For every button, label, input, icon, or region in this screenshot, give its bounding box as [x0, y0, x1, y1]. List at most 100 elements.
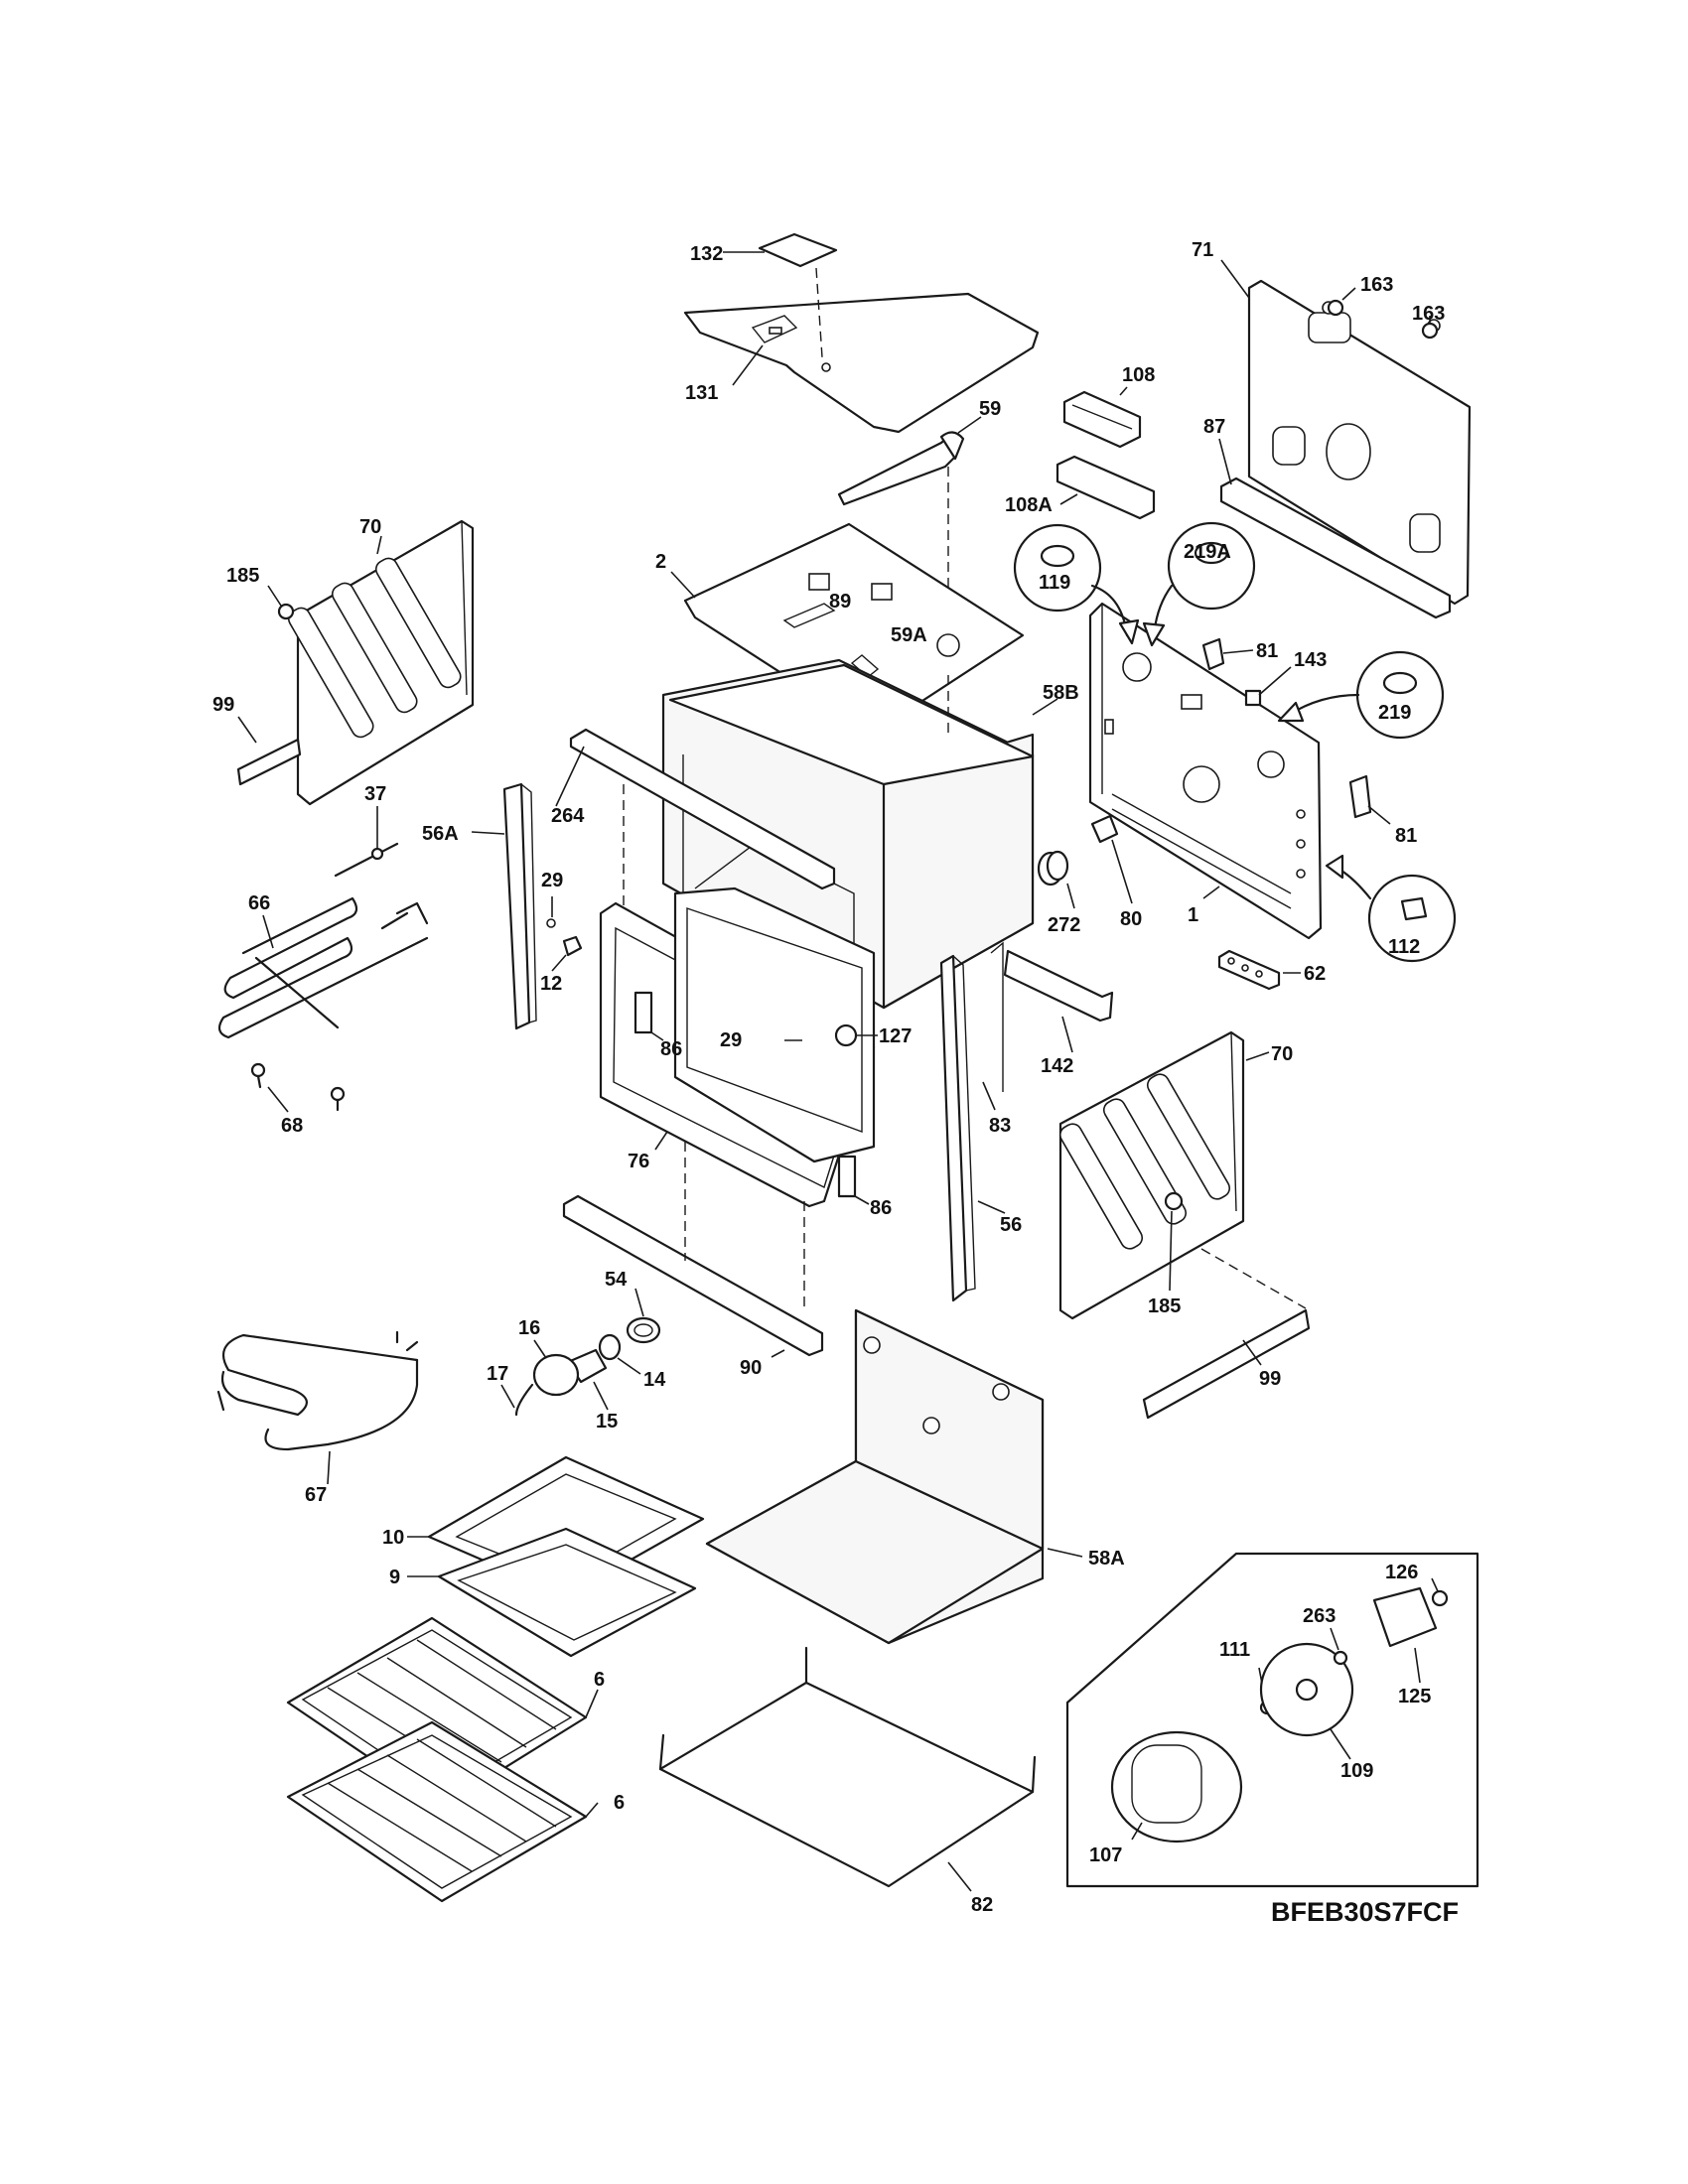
model-code: BFEB30S7FCF [1271, 1897, 1459, 1927]
callout-219-thermal-switch [1277, 650, 1445, 740]
part-71-back-panel [1220, 259, 1472, 606]
label-87: 87 [1203, 416, 1225, 438]
label-56A: 56A [422, 823, 459, 845]
part-263-washer [1330, 1627, 1348, 1666]
part-54-light-ring [626, 1288, 661, 1344]
label-80: 80 [1120, 908, 1142, 930]
part-82-bottom-panel [658, 1646, 1037, 1892]
part-127-sensor [834, 1024, 878, 1047]
label-2: 2 [655, 551, 666, 573]
label-15: 15 [596, 1411, 618, 1433]
label-119: 119 [1039, 572, 1070, 594]
part-99-rail-right [1142, 1248, 1311, 1420]
part-83-side-panel [982, 941, 1004, 1111]
part-99-rail-left [236, 716, 302, 786]
part-68-clip [250, 1062, 346, 1113]
label-132: 132 [690, 243, 723, 265]
label-54: 54 [605, 1269, 628, 1291]
label-125: 125 [1398, 1686, 1431, 1707]
part-80-bracket [1090, 814, 1133, 904]
part-108-fan-housing [1062, 386, 1142, 449]
part-12-light-socket [551, 935, 583, 972]
part-131-vent-duct [683, 267, 1040, 434]
label-66: 66 [248, 892, 270, 914]
callout-119-thermal-switch [1013, 523, 1140, 645]
part-17-wire [500, 1383, 534, 1417]
label-58A: 58A [1088, 1548, 1125, 1570]
label-59: 59 [979, 398, 1001, 420]
label-16: 16 [518, 1317, 540, 1339]
part-108A-bracket [1055, 455, 1156, 520]
part-109-fan-blade [1259, 1642, 1354, 1760]
label-62: 62 [1304, 963, 1326, 985]
label-70b: 70 [1271, 1043, 1293, 1065]
callout-219A-thermal-switch [1142, 521, 1256, 647]
part-264-front-trim [555, 728, 836, 918]
label-81b: 81 [1395, 825, 1417, 847]
label-17: 17 [487, 1363, 508, 1385]
label-14: 14 [643, 1369, 666, 1391]
label-126: 126 [1385, 1562, 1418, 1583]
part-62-terminal-block [1217, 949, 1301, 991]
label-127: 127 [879, 1025, 912, 1047]
part-86-hinge-left [633, 991, 664, 1041]
part-1-rear-panel [1088, 602, 1323, 940]
label-29b: 29 [720, 1029, 742, 1051]
callout-112-relay [1325, 854, 1457, 963]
part-29-screw [546, 896, 556, 928]
label-111: 111 [1219, 1639, 1250, 1661]
label-109: 109 [1340, 1760, 1373, 1782]
part-185-nut-right [1164, 1191, 1184, 1292]
part-37-wire [334, 806, 399, 878]
part-142-rear-trim [1003, 949, 1114, 1053]
part-14-seal [598, 1333, 641, 1375]
part-185-nut-left [267, 585, 295, 620]
part-163-nut-right [1421, 316, 1439, 340]
label-142: 142 [1041, 1055, 1073, 1077]
part-70-side-panel-right [1058, 1030, 1270, 1320]
label-6b: 6 [614, 1792, 625, 1814]
part-9-broil-pan [407, 1527, 697, 1658]
label-99a: 99 [212, 694, 234, 716]
label-86a: 86 [660, 1038, 682, 1060]
label-12: 12 [540, 973, 562, 995]
label-56: 56 [1000, 1214, 1022, 1236]
label-263: 263 [1303, 1605, 1336, 1627]
label-264: 264 [551, 805, 585, 827]
label-163b: 163 [1412, 303, 1445, 325]
part-58A-liner-bottom [705, 1308, 1083, 1645]
label-82: 82 [971, 1894, 993, 1916]
part-126-nut [1431, 1577, 1449, 1607]
part-56-hinge-channel [939, 954, 1006, 1302]
part-81-bracket-top [1201, 637, 1254, 671]
label-58B: 58B [1043, 682, 1079, 704]
label-90: 90 [740, 1357, 762, 1379]
label-67: 67 [305, 1484, 327, 1506]
label-185b: 185 [1148, 1296, 1181, 1317]
label-108A: 108A [1005, 494, 1053, 516]
label-6a: 6 [594, 1669, 605, 1691]
label-10: 10 [382, 1527, 404, 1549]
label-219A: 219A [1184, 541, 1231, 563]
label-163a: 163 [1360, 274, 1393, 296]
part-125-motor [1372, 1586, 1438, 1684]
label-108: 108 [1122, 364, 1155, 386]
label-99b: 99 [1259, 1368, 1281, 1390]
label-37: 37 [364, 783, 386, 805]
part-door-inner-window [673, 887, 876, 1163]
part-6-oven-rack-bottom [286, 1720, 599, 1903]
label-112: 112 [1388, 936, 1420, 958]
part-86-hinge-right [837, 1155, 870, 1205]
label-219: 219 [1378, 702, 1411, 724]
label-185a: 185 [226, 565, 259, 587]
part-90-bottom-trim [562, 1142, 824, 1358]
label-1: 1 [1188, 904, 1198, 926]
part-81-bracket-side [1348, 774, 1391, 825]
label-86b: 86 [870, 1197, 892, 1219]
part-143-connector [1244, 666, 1292, 707]
label-68: 68 [281, 1115, 303, 1137]
part-87-rail [1218, 438, 1452, 619]
label-29a: 29 [541, 870, 563, 891]
part-16-lens [532, 1339, 580, 1397]
part-59-tube [837, 416, 982, 645]
